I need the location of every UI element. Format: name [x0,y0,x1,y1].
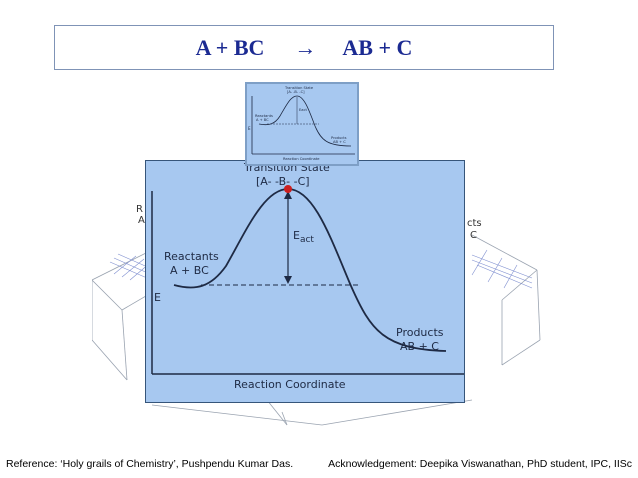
products-formula: AB + C [400,340,439,353]
activation-energy-label: Eact [293,229,314,245]
thumb-ts-label: Transition State [284,86,314,90]
arrow-up-icon [284,191,292,199]
energy-axis-label: E [154,291,161,304]
thumb-eact-label: Eact [299,108,307,112]
reactants-formula: A + BC [170,264,209,277]
thumb-reactants-formula: A + BC [256,118,269,122]
thumb-e-label: E [248,126,251,131]
behind-label-left-1: R [136,204,143,215]
transition-state-formula: [A- -B- -C] [256,175,310,188]
thumb-x-axis-label: Reaction Coordinate [283,157,320,161]
title-reactants: A + BC [195,34,265,60]
arrow-right-icon: → [294,34,317,60]
reference-text: Reference: ‘Holy grails of Chemistry’, P… [6,458,294,470]
acknowledgement-text: Acknowledgement: Deepika Viswanathan, Ph… [328,458,632,470]
reaction-coordinate-label: Reaction Coordinate [234,378,346,391]
thumb-products-formula: AB + C [333,140,346,144]
reaction-energy-curve [173,188,447,352]
behind-label-right-2: C [470,230,477,241]
behind-label-left-2: A [138,215,145,226]
energy-diagram-panel: Transition State [A- -B- -C] Eact Reacta… [145,160,465,403]
thumb-products-label: Products [331,136,347,140]
reactants-label: Reactants [164,250,219,263]
thumb-ts-formula: [A- -B- -C] [287,90,305,94]
products-label: Products [396,326,444,339]
background-3d-scene: R A cts C [92,204,541,426]
title-products: AB + C [342,34,413,60]
diagram-thumbnail: Transition State [A- -B- -C] Eact Reacta… [245,82,359,166]
transition-state-dot [284,185,292,193]
behind-label-right-1: cts [467,218,482,229]
arrow-down-icon [284,276,292,284]
slide-title: A + BC → AB + C [54,25,554,70]
thumb-reactants-label: Reactants [255,114,273,118]
